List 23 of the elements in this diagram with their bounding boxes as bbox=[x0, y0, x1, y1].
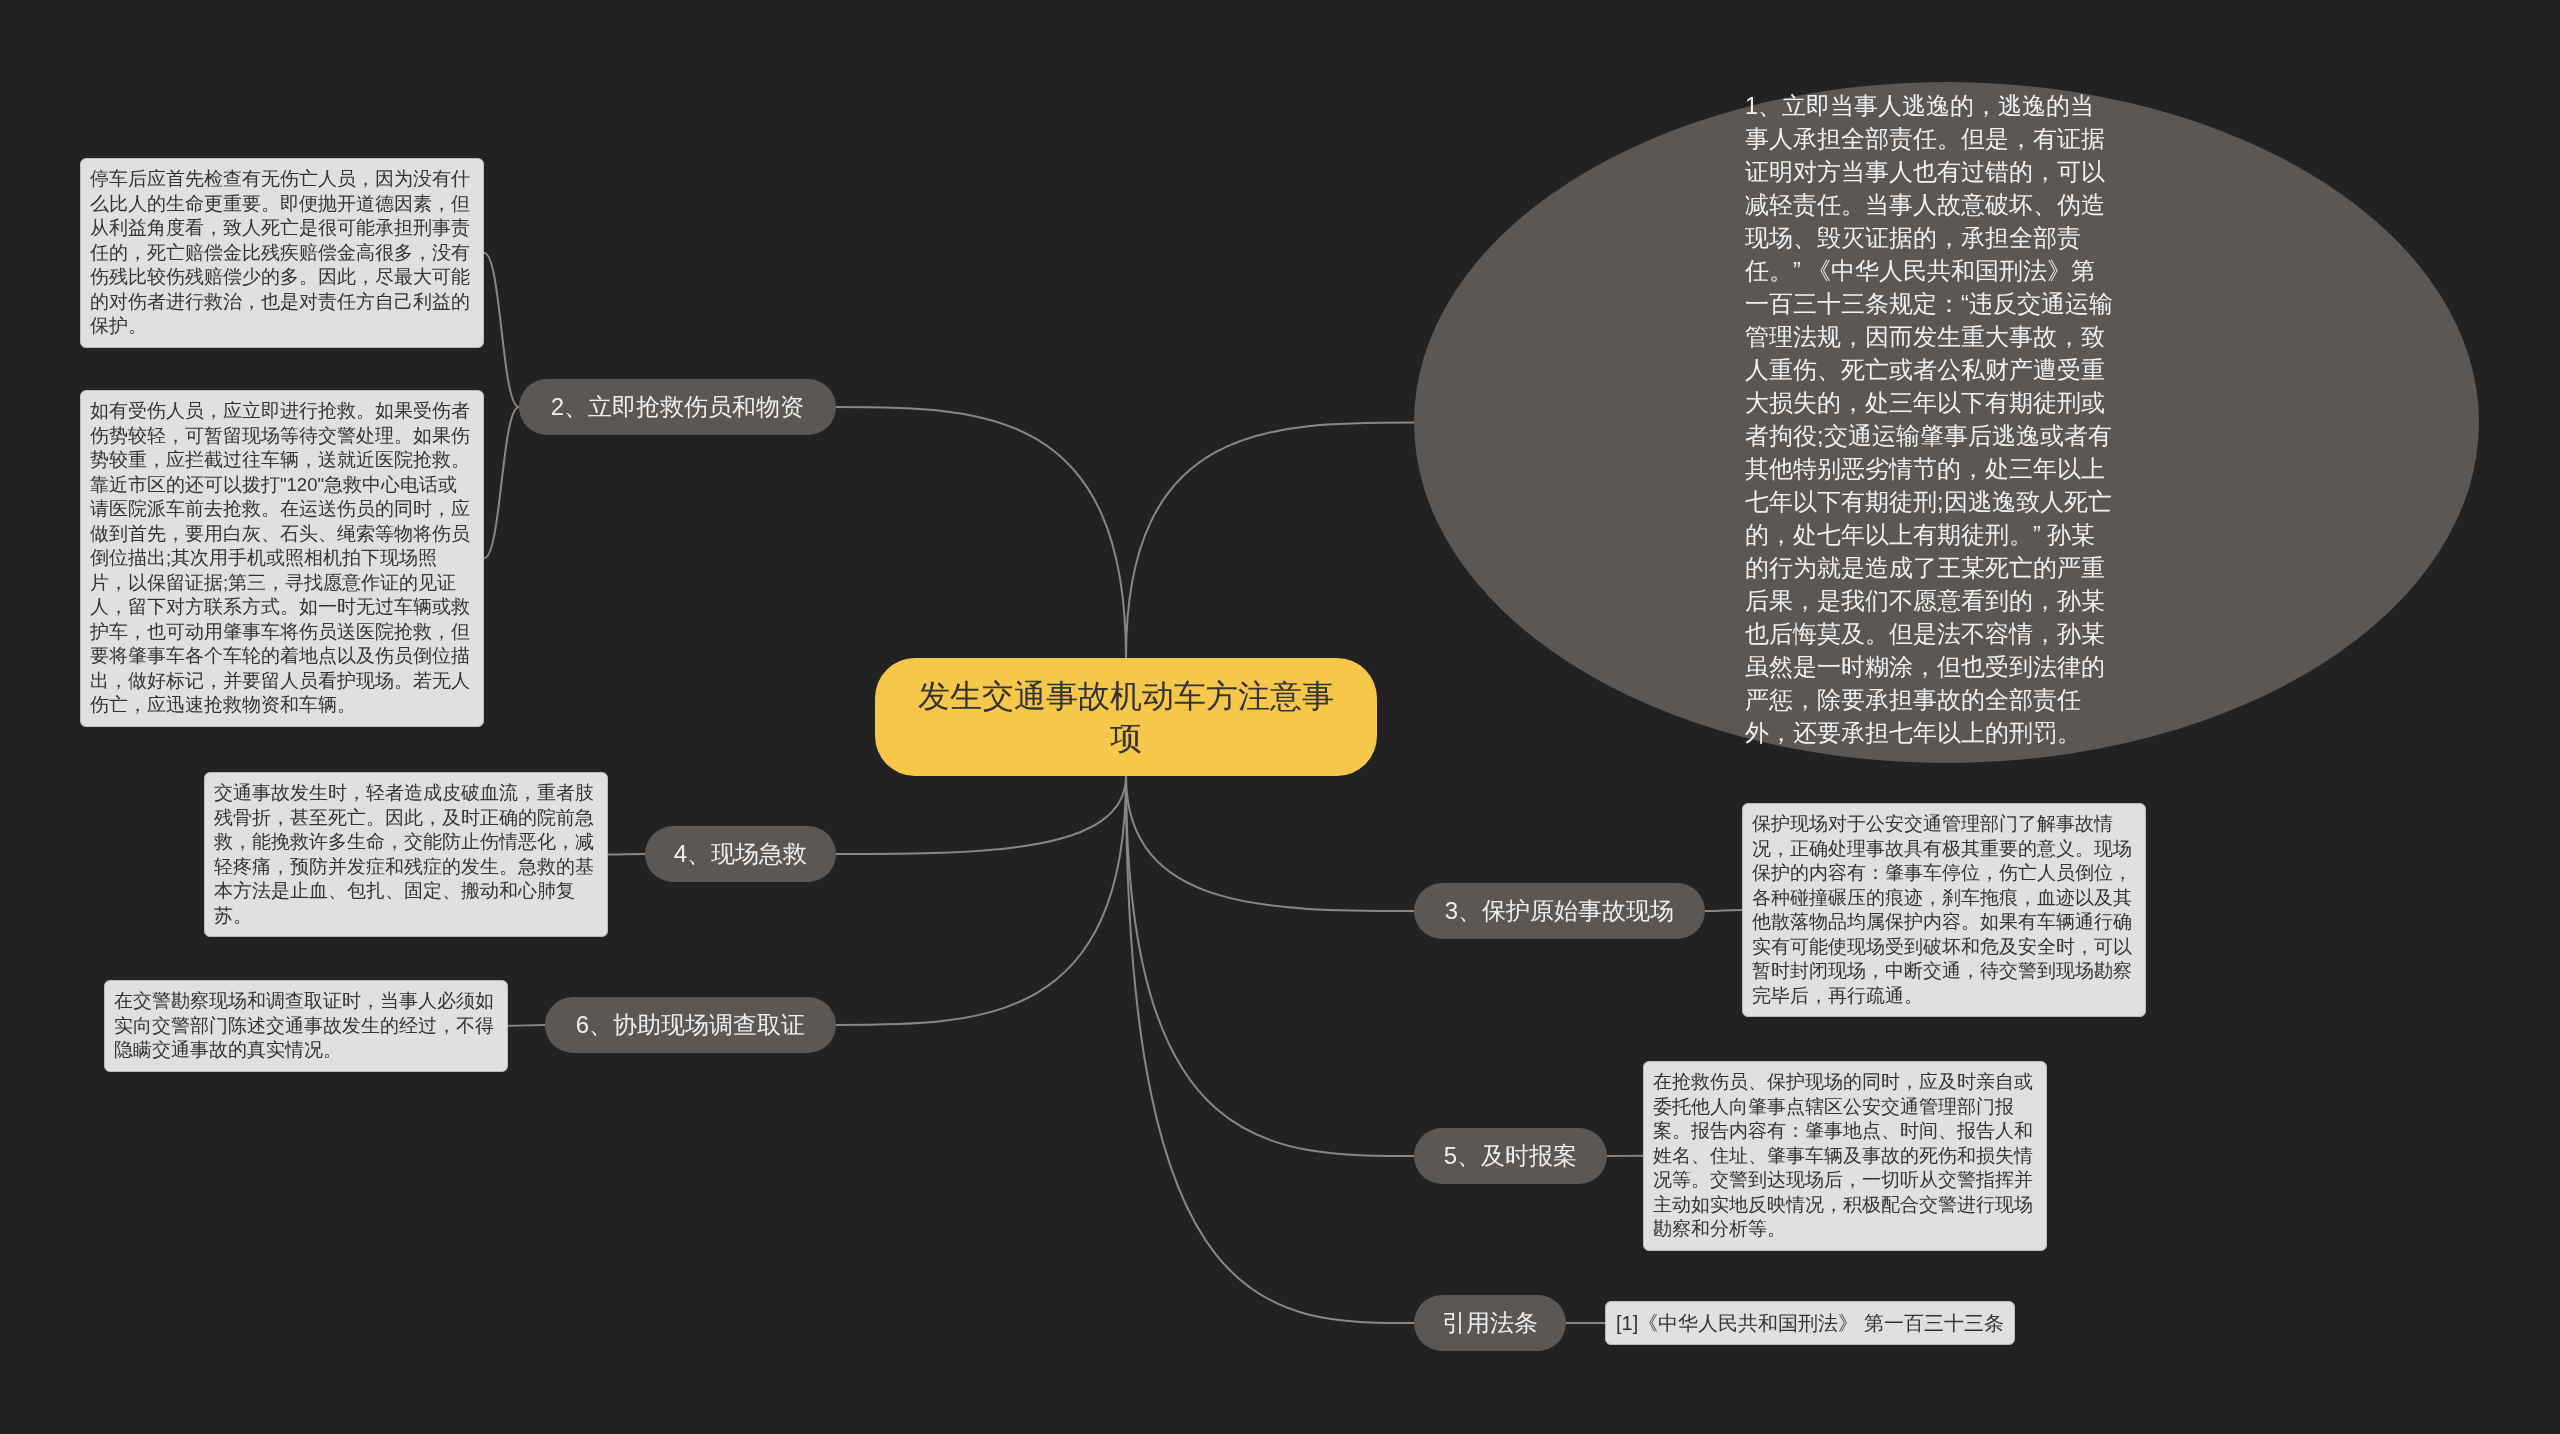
branch-topic: 2、立即抢救伤员和物资 bbox=[519, 379, 836, 435]
connector-line bbox=[507, 1024, 546, 1027]
note-card: 在抢救伤员、保护现场的同时，应及时亲自或委托他人向肇事点辖区公安交通管理部门报案。报告内容有：肇事地点、时间、报告人和姓名、住址、肇事车辆及事故的死伤和损失情况等。交警到达现场后，一切听从交警指挥并主动如实地反映情况，积极配合交警进行现场勘察和分析等。 bbox=[1643, 1061, 2047, 1251]
connector-line bbox=[1565, 1322, 1606, 1324]
central-topic: 发生交通事故机动车方注意事项 bbox=[875, 658, 1377, 776]
note-card: 停车后应首先检查有无伤亡人员，因为没有什么比人的生命更重要。即便抛开道德因素，但从利益角度看，致人死亡是很可能承担刑事责任的，死亡赔偿金比残疾赔偿金高很多，没有伤残比较伤残赔偿少的多。因此，尽最大可能的对伤者进行救治，也是对责任方自己利益的保护。 bbox=[80, 158, 484, 348]
branch-topic: 4、现场急救 bbox=[645, 826, 836, 882]
branch-topic: 5、及时报案 bbox=[1414, 1128, 1607, 1184]
connector-line bbox=[483, 251, 520, 408]
branch-topic: 3、保护原始事故现场 bbox=[1414, 883, 1705, 939]
branch-topic: 引用法条 bbox=[1414, 1295, 1566, 1351]
reference-card: [1]《中华人民共和国刑法》 第一百三十三条 bbox=[1605, 1301, 2015, 1345]
connector-line bbox=[483, 406, 520, 560]
note-card: 如有受伤人员，应立即进行抢救。如果受伤者伤势较轻，可暂留现场等待交警处理。如果伤势较重，应拦截过往车辆，送就近医院抢救。靠近市区的还可以拨打"120"急救中心电话或请医院派车前去抢救。在运送伤员的同时，应做到首先，要用白灰、石头、绳索等物将伤员倒位描出;其次用手机或照相机拍下现场照片，以保留证据;第三，寻找愿意作证的见证人，留下对方联系方式。如一时无过车辆或救护车，也可动用肇事车将伤员送医院抢救，但要将肇事车各个车轮的着地点以及伤员倒位描出，做好标记，并要留人员看护现场。若无人伤亡，应迅速抢救物资和车辆。 bbox=[80, 390, 484, 727]
note-card: 在交警勘察现场和调查取证时，当事人必须如实向交警部门陈述交通事故发生的经过，不得隐瞒交通事故的真实情况。 bbox=[104, 980, 508, 1072]
ellipse-topic: 1、立即当事人逃逸的，逃逸的当事人承担全部责任。但是，有证据证明对方当事人也有过错的，可以减轻责任。当事人故意破坏、伪造现场、毁灭证据的，承担全部责任。” 《中华人民共和国刑法》第一百三十三条规定：“违反交通运输管理法规，因而发生重大事故，致人重伤、死亡或者公私财产遭受重大损失的，处三年以下有期徒刑或者拘役;交通运输肇事后逃逸或者有其他特别恶劣情节的，处三年以上七年以下有期徒刑;因逃逸致人死亡的，处七年以上有期徒刑。” 孙某的行为就是造成了王某死亡的严重后果，是我们不愿意看到的，孙某也后悔莫及。但是法不容情，孙某虽然是一时糊涂，但也受到法律的严惩，除要承担事故的全部责任外，还要承担七年以上的刑罚。 bbox=[1414, 82, 2479, 763]
note-card: 交通事故发生时，轻者造成皮破血流，重者肢残骨折，甚至死亡。因此，及时正确的院前急救，能挽救许多生命，交能防止伤情恶化，减轻疼痛，预防并发症和残症的发生。急救的基本方法是止血、包扎、固定、搬动和心肺复苏。 bbox=[204, 772, 608, 937]
branch-topic: 6、协助现场调查取证 bbox=[545, 997, 836, 1053]
connector-line bbox=[1606, 1154, 1644, 1157]
connector-line bbox=[835, 406, 1127, 659]
connector-line bbox=[607, 853, 646, 856]
connector-line bbox=[1704, 909, 1743, 912]
note-card: 保护现场对于公安交通管理部门了解事故情况，正确处理事故具有极其重要的意义。现场保护的内容有：肇事车停位，伤亡人员倒位，各种碰撞碾压的痕迹，刹车拖痕，血迹以及其他散落物品均属保护内容。如果有车辆通行确实有可能使现场受到破坏和危及安全时，可以暂时封闭现场，中断交通，待交警到现场勘察完毕后，再行疏通。 bbox=[1742, 803, 2146, 1017]
